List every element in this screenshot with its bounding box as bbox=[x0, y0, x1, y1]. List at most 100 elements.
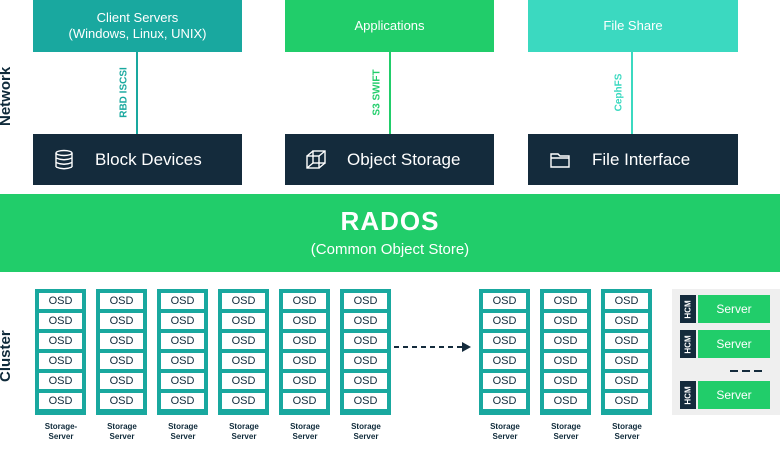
interface-label: Object Storage bbox=[347, 149, 461, 169]
connector-line bbox=[136, 52, 138, 134]
osd-cell: OSD bbox=[283, 353, 326, 369]
osd-cell: OSD bbox=[222, 333, 265, 349]
osd-cell: OSD bbox=[544, 373, 587, 389]
osd-cell: OSD bbox=[344, 333, 387, 349]
folder-icon bbox=[550, 152, 570, 168]
osd-cell: OSD bbox=[39, 393, 82, 409]
client-box-title: Client Servers bbox=[96, 10, 179, 25]
connector-line bbox=[631, 52, 633, 134]
rados-title: RADOS bbox=[340, 206, 440, 236]
osd-cell: OSD bbox=[100, 393, 143, 409]
client-box-subtitle: (Windows, Linux, UNIX) bbox=[68, 26, 207, 41]
block-devices-box: Block Devices bbox=[33, 134, 242, 185]
osd-cell: OSD bbox=[161, 313, 204, 329]
client-box-title: File Share bbox=[603, 18, 663, 33]
storage-server-label: Storage-Server bbox=[44, 422, 78, 441]
osd-cell: OSD bbox=[161, 373, 204, 389]
osd-cell: OSD bbox=[544, 393, 587, 409]
storage-server-column: OSD OSD OSD OSD OSD OSD bbox=[35, 289, 86, 415]
osd-cell: OSD bbox=[161, 333, 204, 349]
storage-server-column: OSD OSD OSD OSD OSD OSD bbox=[540, 289, 591, 415]
osd-cell: OSD bbox=[100, 373, 143, 389]
osd-cell: OSD bbox=[39, 293, 82, 309]
protocol-label-rbd: RBD ISCSI bbox=[118, 67, 130, 118]
client-box-client-servers: Client Servers (Windows, Linux, UNIX) bbox=[33, 0, 242, 52]
osd-cell: OSD bbox=[161, 393, 204, 409]
hcm-tag: HCM bbox=[680, 295, 696, 323]
protocol-label-s3: S3 SWIFT bbox=[371, 69, 383, 116]
hcm-server: Server bbox=[698, 295, 770, 323]
osd-cell: OSD bbox=[605, 293, 648, 309]
osd-cell: OSD bbox=[39, 353, 82, 369]
osd-cell: OSD bbox=[39, 313, 82, 329]
hcm-tag: HCM bbox=[680, 381, 696, 409]
client-box-title: Applications bbox=[354, 18, 425, 33]
osd-cell: OSD bbox=[483, 353, 526, 369]
interface-label: Block Devices bbox=[95, 149, 202, 169]
hcm-row: HCM Server bbox=[680, 295, 770, 323]
osd-cell: OSD bbox=[605, 373, 648, 389]
osd-cell: OSD bbox=[344, 373, 387, 389]
cube-icon bbox=[306, 149, 326, 169]
database-icon bbox=[55, 149, 73, 169]
rados-subtitle: (Common Object Store) bbox=[310, 241, 470, 258]
osd-cell: OSD bbox=[222, 353, 265, 369]
client-box-applications: Applications bbox=[285, 0, 494, 52]
osd-cell: OSD bbox=[483, 293, 526, 309]
osd-cell: OSD bbox=[483, 393, 526, 409]
osd-cell: OSD bbox=[605, 333, 648, 349]
hcm-panel: HCM Server HCM Server HCM Server bbox=[672, 289, 780, 415]
osd-cell: OSD bbox=[344, 293, 387, 309]
osd-cell: OSD bbox=[544, 313, 587, 329]
osd-cell: OSD bbox=[283, 373, 326, 389]
network-label: Network bbox=[0, 66, 14, 126]
protocol-label-cephfs: CephFS bbox=[613, 73, 625, 112]
osd-cell: OSD bbox=[283, 333, 326, 349]
osd-cell: OSD bbox=[483, 373, 526, 389]
hcm-server: Server bbox=[698, 330, 770, 358]
osd-cell: OSD bbox=[39, 333, 82, 349]
dashed-arrow bbox=[394, 342, 471, 352]
osd-cell: OSD bbox=[222, 393, 265, 409]
osd-cell: OSD bbox=[161, 353, 204, 369]
osd-cell: OSD bbox=[283, 313, 326, 329]
rados-band: RADOS (Common Object Store) bbox=[0, 194, 780, 272]
osd-cell: OSD bbox=[100, 293, 143, 309]
interface-label: File Interface bbox=[592, 149, 691, 169]
hcm-server: Server bbox=[698, 381, 770, 409]
connector-line bbox=[389, 52, 391, 134]
osd-cell: OSD bbox=[100, 353, 143, 369]
hcm-row: HCM Server bbox=[680, 381, 770, 409]
osd-cell: OSD bbox=[605, 393, 648, 409]
client-box-file-share: File Share bbox=[528, 0, 738, 52]
osd-cell: OSD bbox=[544, 333, 587, 349]
osd-cell: OSD bbox=[344, 353, 387, 369]
storage-server-column: OSD OSD OSD OSD OSD OSD bbox=[340, 289, 391, 415]
osd-cell: OSD bbox=[100, 313, 143, 329]
object-storage-box: Object Storage bbox=[285, 134, 494, 185]
osd-cell: OSD bbox=[605, 313, 648, 329]
osd-cell: OSD bbox=[222, 373, 265, 389]
osd-cell: OSD bbox=[344, 393, 387, 409]
osd-cell: OSD bbox=[283, 393, 326, 409]
osd-cell: OSD bbox=[39, 373, 82, 389]
osd-cell: OSD bbox=[344, 313, 387, 329]
osd-cell: OSD bbox=[544, 353, 587, 369]
hcm-row: HCM Server bbox=[680, 330, 770, 358]
ellipsis-dashes bbox=[730, 370, 764, 372]
osd-cell: OSD bbox=[222, 293, 265, 309]
osd-cell: OSD bbox=[544, 293, 587, 309]
file-interface-box: File Interface bbox=[528, 134, 738, 185]
cluster-label: Cluster bbox=[0, 330, 14, 382]
